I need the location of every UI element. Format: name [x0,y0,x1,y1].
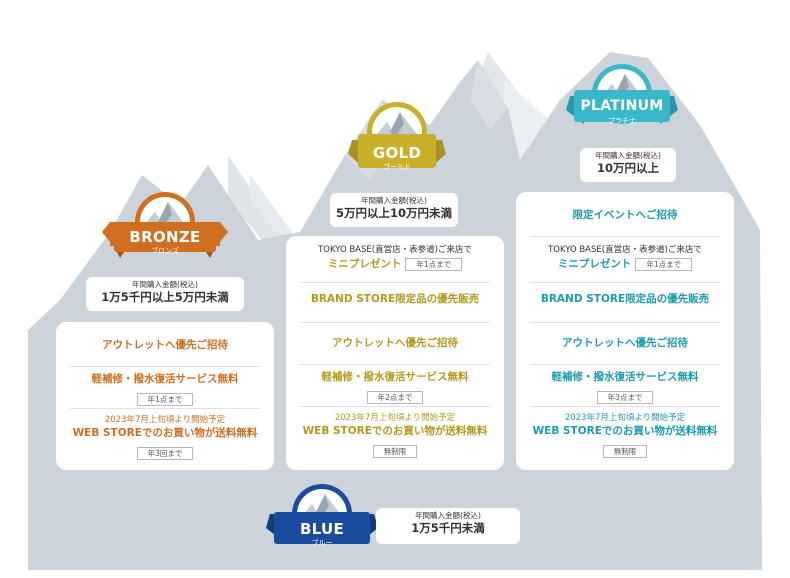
platinum-spend-label: 年間購入金額(税込) [595,151,661,160]
gold-benefits-card: TOKYO BASE(直営店・表参道)ご来店で ミニプレゼント年1点まで BRA… [286,236,504,470]
divider [300,282,490,283]
divider [300,406,490,407]
bronze-badge-icon [102,192,228,258]
platinum-benefit-outlet: アウトレットへ優先ご招待 [562,337,688,349]
divider [70,408,260,409]
divider [530,406,720,407]
gold-shipping-limit-badge: 無制限 [372,445,418,458]
gold-badge-icon [348,102,446,168]
bronze-shipping-limit-badge: 年3回まで [136,447,194,460]
platinum-benefit-repair: 軽補修・撥水復活サービス無料 年3点まで [551,371,699,404]
gold-repair-limit-badge: 年2点まで [366,391,424,404]
bronze-benefit-outlet: アウトレットへ優先ご招待 [102,339,228,351]
gold-benefit-repair: 軽補修・撥水復活サービス無料 年2点まで [321,371,469,404]
platinum-emblem: PLATINUM プラチナ [560,62,684,142]
divider [300,364,490,365]
platinum-benefits-card: 限定イベントへご招待 TOKYO BASE(直営店・表参道)ご来店で ミニプレゼ… [516,192,734,470]
platinum-spend-value: 10万円以上 [596,161,659,175]
blue-tier-name: BLUE [299,520,345,538]
gold-benefit-shipping: 2023年7月上旬頃より開始予定 WEB STOREでのお買い物が送料無料 無制… [302,413,488,458]
bronze-benefit-repair: 軽補修・撥水復活サービス無料 年1点まで [91,373,239,406]
platinum-badge-icon [566,64,678,124]
divider [530,236,720,237]
gold-spend-pill: 年間購入金額(税込) 5万円以上10万円未満 [330,193,458,227]
bronze-emblem: BRONZE ブロンズ [100,190,230,270]
blue-spend-value: 1万5千円未満 [411,521,485,535]
gold-tier-sub: ゴールド [383,163,411,171]
bronze-tier-name: BRONZE [129,228,201,246]
platinum-repair-limit-badge: 年3点まで [596,391,654,404]
blue-tier-sub: ブルー [311,539,333,547]
gold-spend-label: 年間購入金額(税込) [361,196,427,205]
divider [530,364,720,365]
blue-spend-pill: 年間購入金額(税込) 1万5千円未満 [376,508,520,544]
divider [70,366,260,367]
bronze-benefit-shipping: 2023年7月上旬頃より開始予定 WEB STOREでのお買い物が送料無料 年3… [72,415,258,460]
bronze-spend-value: 1万5千円以上5万円未満 [101,290,229,304]
platinum-tier-sub: プラチナ [608,117,636,125]
gold-gift-limit-badge: 年1点まで [405,258,463,271]
gold-benefit-gift: TOKYO BASE(直営店・表参道)ご来店で ミニプレゼント年1点まで [318,245,472,271]
divider [530,282,720,283]
gold-tier-name: GOLD [372,144,422,162]
gold-benefit-brand-store: BRAND STORE限定品の優先販売 [310,293,480,305]
blue-spend-label: 年間購入金額(税込) [415,511,481,520]
platinum-benefit-gift: TOKYO BASE(直営店・表参道)ご来店で ミニプレゼント年1点まで [548,245,702,271]
platinum-benefit-shipping: 2023年7月上旬頃より開始予定 WEB STOREでのお買い物が送料無料 無制… [532,413,718,458]
gold-emblem: GOLD ゴールド [336,100,458,182]
blue-badge-icon [266,484,378,544]
bronze-repair-limit-badge: 年1点まで [136,393,194,406]
divider [300,322,490,323]
platinum-benefit-brand-store: BRAND STORE限定品の優先販売 [540,293,710,305]
bronze-spend-label: 年間購入金額(税込) [132,280,198,289]
platinum-spend-pill: 年間購入金額(税込) 10万円以上 [580,148,676,182]
platinum-benefit-event: 限定イベントへご招待 [572,209,678,221]
bronze-tier-sub: ブロンズ [151,247,179,255]
platinum-tier-name: PLATINUM [580,98,664,114]
platinum-gift-limit-badge: 年1点まで [635,258,693,271]
gold-benefit-outlet: アウトレットへ優先ご招待 [332,337,458,349]
gold-spend-value: 5万円以上10万円未満 [335,206,452,220]
platinum-shipping-limit-badge: 無制限 [602,445,648,458]
blue-emblem: BLUE ブルー [262,482,382,562]
bronze-benefits-card: アウトレットへ優先ご招待 軽補修・撥水復活サービス無料 年1点まで 2023年7… [56,322,274,470]
bronze-spend-pill: 年間購入金額(税込) 1万5千円以上5万円未満 [86,277,244,311]
divider [530,322,720,323]
